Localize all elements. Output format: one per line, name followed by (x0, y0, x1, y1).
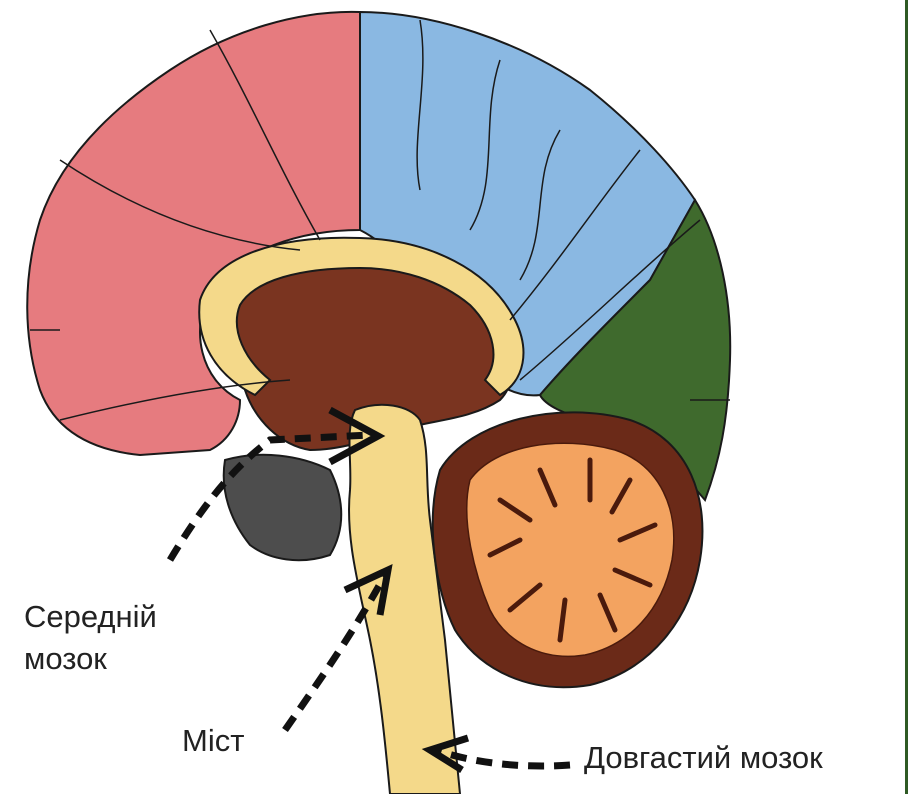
midbrain-region (224, 455, 342, 560)
midbrain-label-line2: мозок (24, 638, 157, 680)
pons-arrow (285, 575, 385, 730)
midbrain-label-line1: Середній (24, 596, 157, 638)
medulla-label: Довгастий мозок (584, 737, 823, 779)
pons-label: Міст (182, 720, 244, 762)
midbrain-label: Середній мозок (24, 596, 157, 680)
